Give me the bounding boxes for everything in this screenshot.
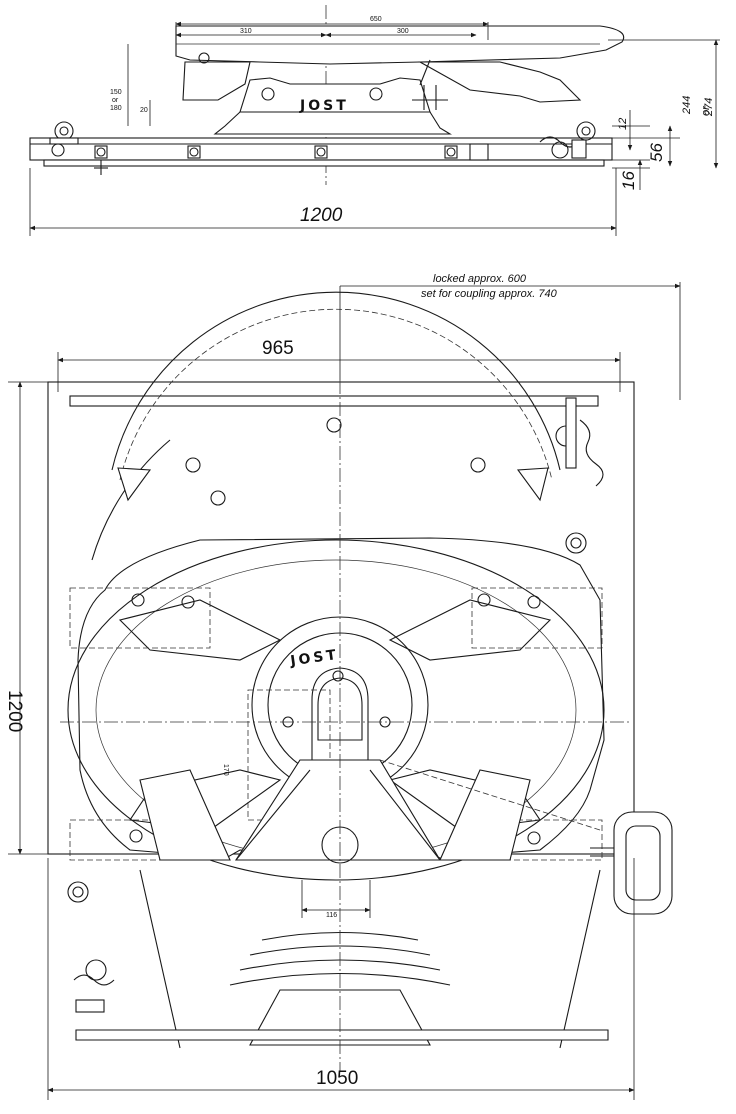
dim-1200-plan: 1200 [4,690,25,732]
dim-1050: 1050 [316,1068,358,1089]
side-left-eye [49,121,79,157]
side-view: JOST 650 310 300 150 or 180 20 [29,5,720,236]
side-jost-logo: JOST [299,98,349,114]
plan-view: JOST 170 116 [4,273,681,1100]
note-coupling: set for coupling approx. 740 [421,288,558,300]
side-bolts [94,143,489,175]
plan-ring-holes [185,417,486,506]
plan-throat: 116 [75,759,609,1049]
side-top-dims: 650 310 300 [175,16,489,40]
dim-150: 150 [110,89,122,96]
plan-locked-dim: locked approx. 600 set for coupling appr… [339,273,681,400]
side-left-dims: 150 or 180 20 [110,44,151,126]
dim-300: 300 [397,28,409,35]
dim-965: 965 [262,338,294,359]
dim-650: 650 [370,16,382,23]
plan-965-dim: 965 [57,338,621,392]
dim-274: 274 [703,98,715,117]
plan-release-handle [67,397,673,1013]
plan-1050-dim: 1050 [47,858,635,1100]
dim-310: 310 [240,28,252,35]
note-locked: locked approx. 600 [433,273,527,285]
plan-jost-logo: JOST [288,647,339,670]
dim-16: 16 [619,171,638,190]
side-width-dim: 1200 [29,168,617,236]
dim-244: 244 [681,96,693,115]
dim-244-or: or [700,105,712,116]
dim-116: 116 [326,912,337,919]
dim-56: 56 [647,143,666,162]
dim-12: 12 [617,118,629,130]
side-right-dims: 12 56 16 244 or 274 [608,39,720,190]
plan-outer-ring [111,291,561,471]
dim-170: 170 [222,764,229,776]
dim-180: 180 [110,105,122,112]
dim-150-or: or [112,97,119,104]
dim-20: 20 [140,107,148,114]
plan-1200-dim: 1200 [4,381,52,855]
dim-1200-side: 1200 [300,205,343,226]
side-right-eye [539,121,596,159]
side-pedestal [213,111,452,135]
